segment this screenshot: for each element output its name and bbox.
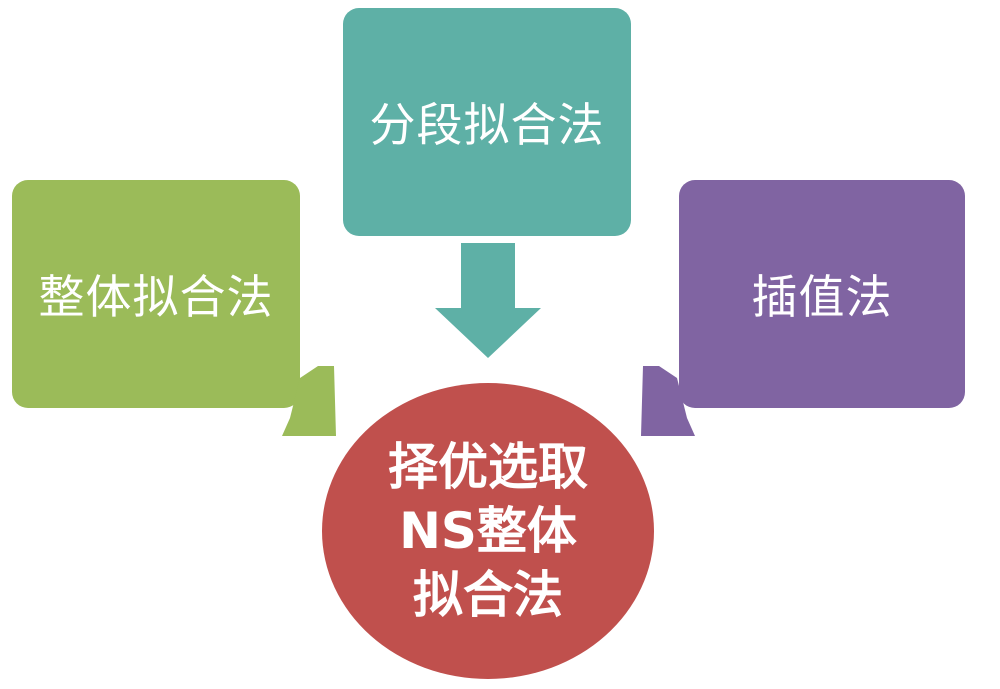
result-circle: 择优选取 NS整体 拟合法 xyxy=(322,383,654,679)
result-line-1: 择优选取 xyxy=(388,438,588,496)
method-label-overall-fitting: 整体拟合法 xyxy=(38,270,274,324)
result-line-2: NS整体 xyxy=(399,502,577,560)
method-box-overall-fitting: 整体拟合法 xyxy=(12,180,300,408)
arrow-down-icon xyxy=(435,243,541,358)
result-line-3: 拟合法 xyxy=(413,566,563,624)
method-label-piecewise-fitting: 分段拟合法 xyxy=(369,98,605,152)
method-box-piecewise-fitting: 分段拟合法 xyxy=(343,8,631,236)
arrow-down-left-icon xyxy=(641,366,695,436)
method-label-interpolation: 插值法 xyxy=(751,270,893,324)
arrow-down-right-icon xyxy=(282,366,336,436)
method-box-interpolation: 插值法 xyxy=(679,180,965,408)
